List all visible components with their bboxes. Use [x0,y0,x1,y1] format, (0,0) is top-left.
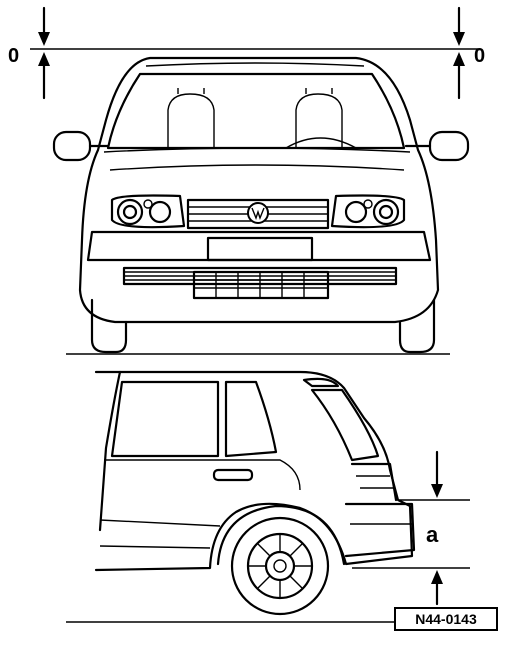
rear-bumper [344,502,416,558]
lower-intake [122,266,398,300]
windshield [106,72,406,150]
dimension-a [352,450,470,606]
right-seat [295,93,343,148]
left-seat [167,93,215,148]
label-zero-left: 0 [8,45,19,67]
front-left-wheel [90,298,128,354]
front-body-outline [78,56,440,324]
right-arrow-pair [453,6,465,100]
left-mirror [52,130,92,162]
side-view: a [66,370,470,623]
rear-body-outline [94,370,414,572]
front-right-wheel [398,298,436,354]
label-dimension-a: a [426,522,439,547]
front-view: 0 0 [8,6,485,355]
left-arrow-pair [38,6,50,100]
reference-code-box: N44-0143 [394,607,498,631]
right-mirror [428,130,470,162]
front-bumper [86,230,432,262]
reference-code: N44-0143 [415,611,477,627]
steering-wheel [285,137,357,149]
rear-wheel [230,516,330,616]
label-zero-right: 0 [474,45,485,67]
rear-quarter-window [224,380,278,458]
rear-window [310,388,380,462]
front-grille [186,198,330,230]
door-handle [212,468,254,482]
left-headlight [110,194,186,229]
right-headlight [330,194,406,229]
rear-side-window [110,380,220,458]
license-plate [206,236,314,262]
